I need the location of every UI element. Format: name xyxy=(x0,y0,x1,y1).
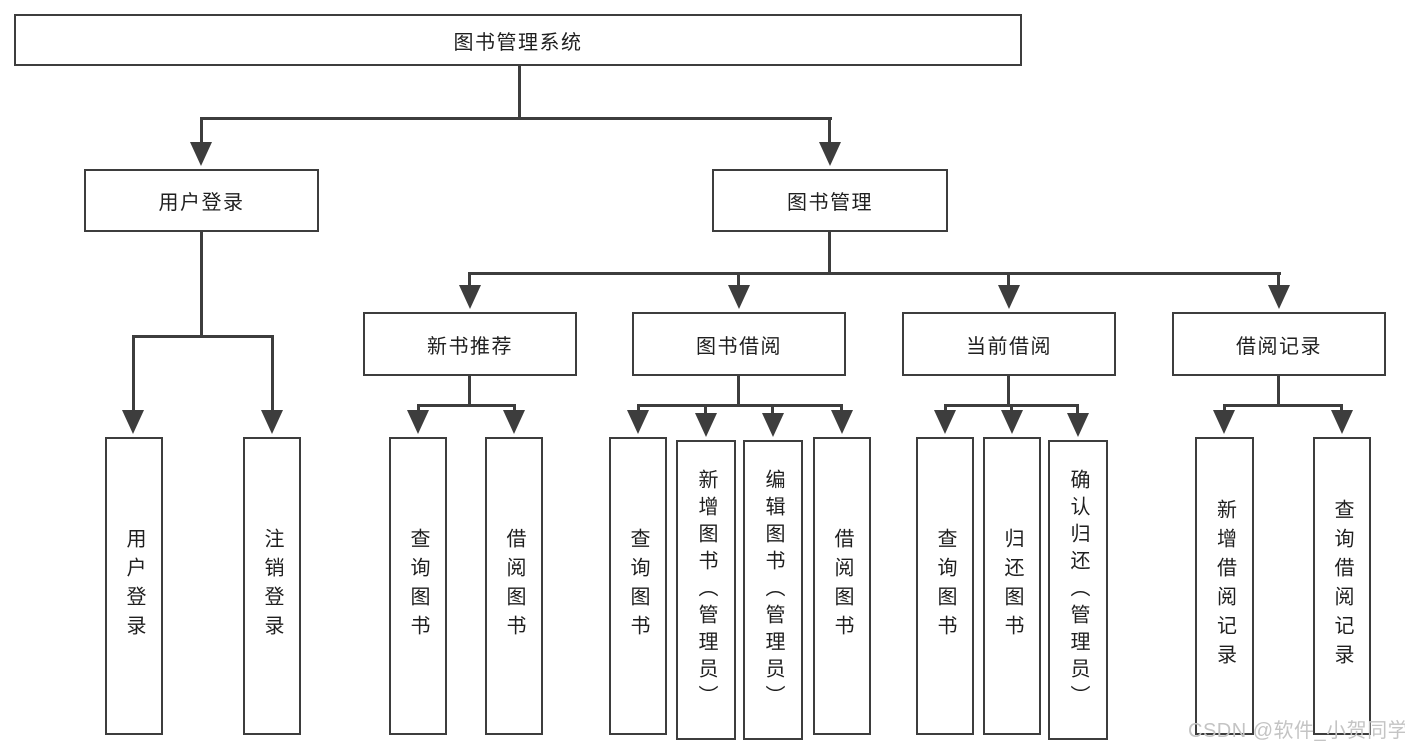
leaf-borrow-book-label: 借阅图书 xyxy=(831,528,853,644)
connector-stem-leaf xyxy=(132,335,135,412)
leaf-records-query-label: 查询借阅记录 xyxy=(1331,499,1353,673)
connector-stem-current xyxy=(1007,272,1010,288)
leaf-logout-label: 注销登录 xyxy=(261,528,283,644)
arrow-down-icon xyxy=(1001,410,1023,434)
node-user-login-label: 用户登录 xyxy=(158,192,245,214)
arrow-down-icon xyxy=(934,410,956,434)
connector-stem-leaf xyxy=(1076,404,1079,416)
connector-stem-leaf xyxy=(1010,404,1013,413)
connector-stem-user-login xyxy=(200,117,203,146)
arrow-down-icon xyxy=(998,285,1020,309)
connector-new-book-branch xyxy=(417,404,516,407)
node-current-label: 当前借阅 xyxy=(966,335,1052,358)
arrow-down-icon xyxy=(459,285,481,309)
leaf-newbook-borrow-label: 借阅图书 xyxy=(503,528,525,644)
connector-stem-new-book xyxy=(468,272,471,288)
node-root-label: 图书管理系统 xyxy=(453,31,583,54)
arrow-down-icon xyxy=(190,142,212,166)
arrow-down-icon xyxy=(819,142,841,166)
arrow-down-icon xyxy=(627,410,649,434)
leaf-user-login-label: 用户登录 xyxy=(123,528,145,644)
connector-stem-borrow xyxy=(737,272,740,288)
leaf-records-add-label: 新增借阅记录 xyxy=(1213,499,1236,673)
leaf-borrow-add-admin-label: 新增图书（管理员） xyxy=(695,468,717,712)
connector-records-branch xyxy=(1223,404,1343,407)
connector-stem-leaf xyxy=(637,404,640,413)
connector-stem-leaf xyxy=(840,404,843,413)
leaf-borrow-query-label: 查询图书 xyxy=(627,528,649,644)
leaf-current-query: 查询图书 xyxy=(916,437,974,735)
connector-root-drop xyxy=(518,66,521,119)
leaf-borrow-edit-admin: 编辑图书（管理员） xyxy=(743,440,803,740)
node-current: 当前借阅 xyxy=(902,312,1116,376)
arrow-down-icon xyxy=(122,410,144,434)
arrow-down-icon xyxy=(1331,410,1353,434)
leaf-records-query: 查询借阅记录 xyxy=(1313,437,1371,735)
connector-stem-leaf xyxy=(1340,404,1343,413)
arrow-down-icon xyxy=(695,413,717,437)
leaf-current-return: 归还图书 xyxy=(983,437,1041,735)
node-root: 图书管理系统 xyxy=(14,14,1022,66)
connector-stem-book-mgmt xyxy=(828,117,831,146)
connector-user-login-branch xyxy=(132,335,274,338)
arrow-down-icon xyxy=(831,410,853,434)
leaf-current-confirm-admin-label: 确认归还（管理员） xyxy=(1067,468,1089,712)
node-records-label: 借阅记录 xyxy=(1236,335,1322,358)
node-book-mgmt: 图书管理 xyxy=(712,169,948,232)
leaf-borrow-book: 借阅图书 xyxy=(813,437,871,735)
node-records: 借阅记录 xyxy=(1172,312,1386,376)
watermark: CSDN @软件_小贺同学 xyxy=(1188,720,1405,742)
connector-stem-leaf xyxy=(1223,404,1226,413)
leaf-borrow-edit-admin-label: 编辑图书（管理员） xyxy=(762,468,784,712)
connector-borrow-branch xyxy=(637,404,842,407)
arrow-down-icon xyxy=(503,410,525,434)
arrow-down-icon xyxy=(762,413,784,437)
arrow-down-icon xyxy=(261,410,283,434)
connector-stem-leaf xyxy=(944,404,947,413)
node-new-book: 新书推荐 xyxy=(363,312,577,376)
leaf-current-confirm-admin: 确认归还（管理员） xyxy=(1048,440,1108,740)
leaf-newbook-borrow: 借阅图书 xyxy=(485,437,543,735)
connector-current-drop xyxy=(1007,375,1010,407)
leaf-user-login: 用户登录 xyxy=(105,437,163,735)
connector-stem-leaf xyxy=(704,404,707,416)
connector-records-drop xyxy=(1277,375,1280,407)
node-new-book-label: 新书推荐 xyxy=(427,335,513,358)
leaf-current-query-label: 查询图书 xyxy=(934,528,956,644)
leaf-newbook-query-label: 查询图书 xyxy=(407,528,429,644)
connector-new-book-drop xyxy=(468,375,471,407)
leaf-records-add: 新增借阅记录 xyxy=(1195,437,1254,735)
arrow-down-icon xyxy=(1213,410,1235,434)
leaf-newbook-query: 查询图书 xyxy=(389,437,447,735)
node-user-login: 用户登录 xyxy=(84,169,319,232)
connector-root-branch xyxy=(200,117,832,120)
connector-stem-leaf xyxy=(513,404,516,413)
arrow-down-icon xyxy=(728,285,750,309)
leaf-current-return-label: 归还图书 xyxy=(1001,528,1023,644)
node-book-mgmt-label: 图书管理 xyxy=(787,192,873,214)
connector-stem-leaf xyxy=(417,404,420,413)
leaf-borrow-add-admin: 新增图书（管理员） xyxy=(676,440,736,740)
connector-book-mgmt-branch xyxy=(468,272,1281,275)
connector-stem-records xyxy=(1277,272,1280,288)
connector-book-mgmt-drop xyxy=(828,232,831,273)
leaf-logout: 注销登录 xyxy=(243,437,301,735)
connector-stem-leaf xyxy=(771,404,774,416)
node-borrow-label: 图书借阅 xyxy=(696,335,782,358)
leaf-borrow-query: 查询图书 xyxy=(609,437,667,735)
node-borrow: 图书借阅 xyxy=(632,312,846,376)
arrow-down-icon xyxy=(1067,413,1089,437)
connector-user-login-drop xyxy=(200,232,203,338)
arrow-down-icon xyxy=(407,410,429,434)
arrow-down-icon xyxy=(1268,285,1290,309)
connector-stem-leaf xyxy=(271,335,274,412)
connector-borrow-drop xyxy=(737,375,740,407)
